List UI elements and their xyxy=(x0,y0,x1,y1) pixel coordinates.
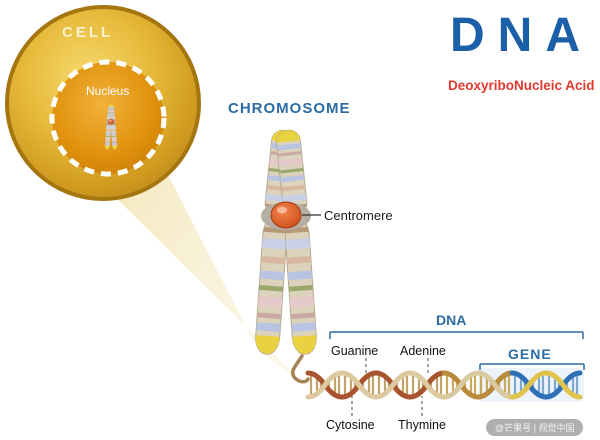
centromere-label: Centromere xyxy=(324,208,393,223)
guanine-label: Guanine xyxy=(331,344,379,358)
cell-graphic xyxy=(5,5,201,201)
cell-label: CELL xyxy=(62,24,114,41)
gene-bracket-line xyxy=(479,363,585,370)
chromosome-graphic xyxy=(254,127,317,358)
cytosine-label: Cytosine xyxy=(326,418,375,432)
unwinding-strand xyxy=(290,354,310,384)
base-leader-lines xyxy=(351,358,429,416)
dna-helix xyxy=(308,373,580,397)
thymine-label: Thymine xyxy=(398,418,446,432)
page-subtitle: DeoxyriboNucleic Acid xyxy=(448,78,595,93)
watermark: @芒果号 | 视觉中国 xyxy=(486,419,584,436)
zoom-beam xyxy=(110,140,302,382)
dna-bracket-line xyxy=(329,331,584,339)
dna-bracket-label: DNA xyxy=(436,312,467,328)
page-title: DNA xyxy=(450,9,593,62)
gene-label: GENE xyxy=(508,346,552,362)
adenine-label: Adenine xyxy=(400,344,446,358)
nucleus-label: Nucleus xyxy=(86,84,130,98)
chromosome-label: CHROMOSOME xyxy=(228,100,351,117)
